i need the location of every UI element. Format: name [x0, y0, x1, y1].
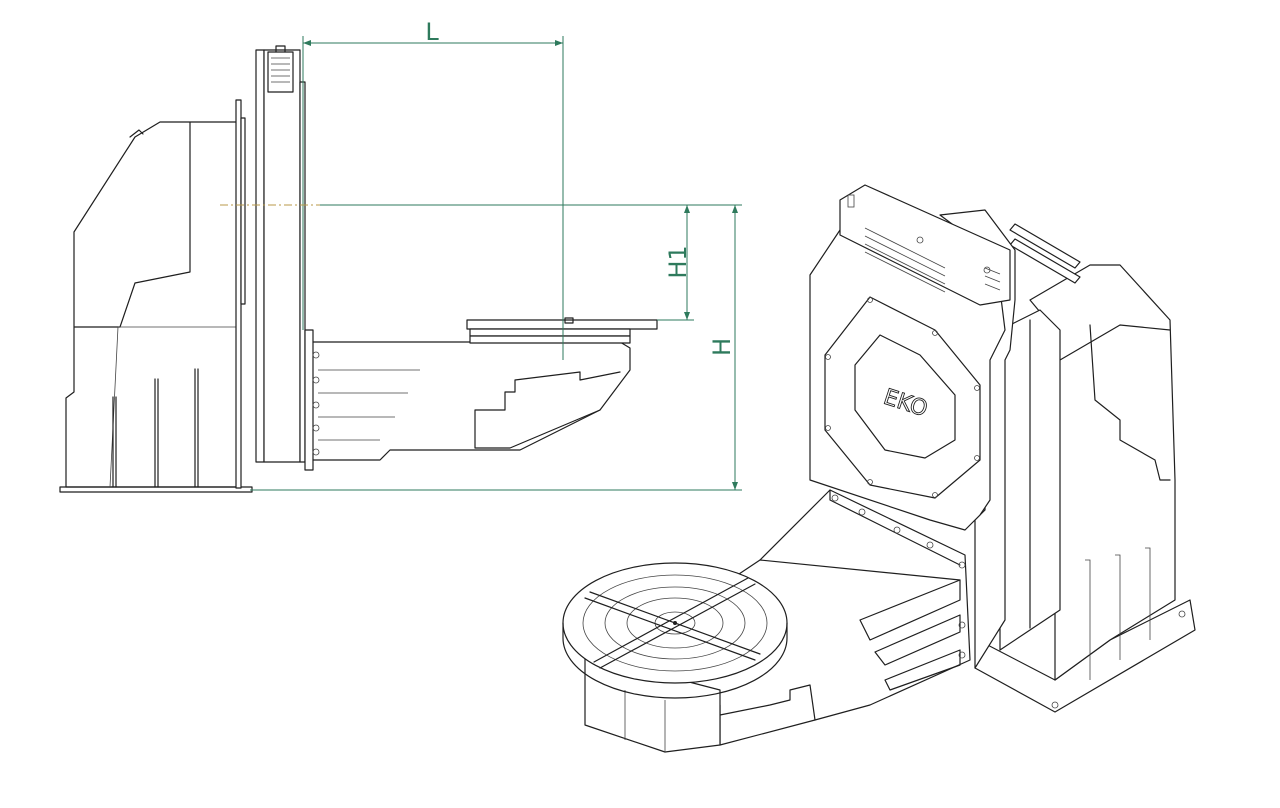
- iso-table-base: [584, 654, 721, 753]
- side-tilt-housing: [263, 49, 301, 463]
- side-table: [466, 319, 658, 330]
- dimension-H1-label: H1: [664, 245, 692, 278]
- side-body: [65, 121, 238, 488]
- side-arm: [304, 329, 631, 471]
- iso-gussets: [1085, 547, 1151, 680]
- iso-top-cap: [839, 184, 1011, 306]
- iso-logo-plate: [854, 334, 956, 459]
- dimension-H-label: H: [708, 338, 736, 356]
- side-rear-plate: [235, 99, 242, 489]
- iso-vent: [864, 227, 946, 293]
- side-face-plate: [255, 49, 265, 463]
- side-gusset: [112, 396, 117, 488]
- dimension-L-label: L: [425, 18, 439, 46]
- isometric-view: EKO: [562, 184, 1196, 753]
- dimension-lines: [220, 36, 742, 491]
- side-view: [59, 45, 658, 493]
- side-vent: [267, 51, 294, 93]
- iso-table-slot: [584, 591, 761, 661]
- side-base-plate: [59, 486, 253, 493]
